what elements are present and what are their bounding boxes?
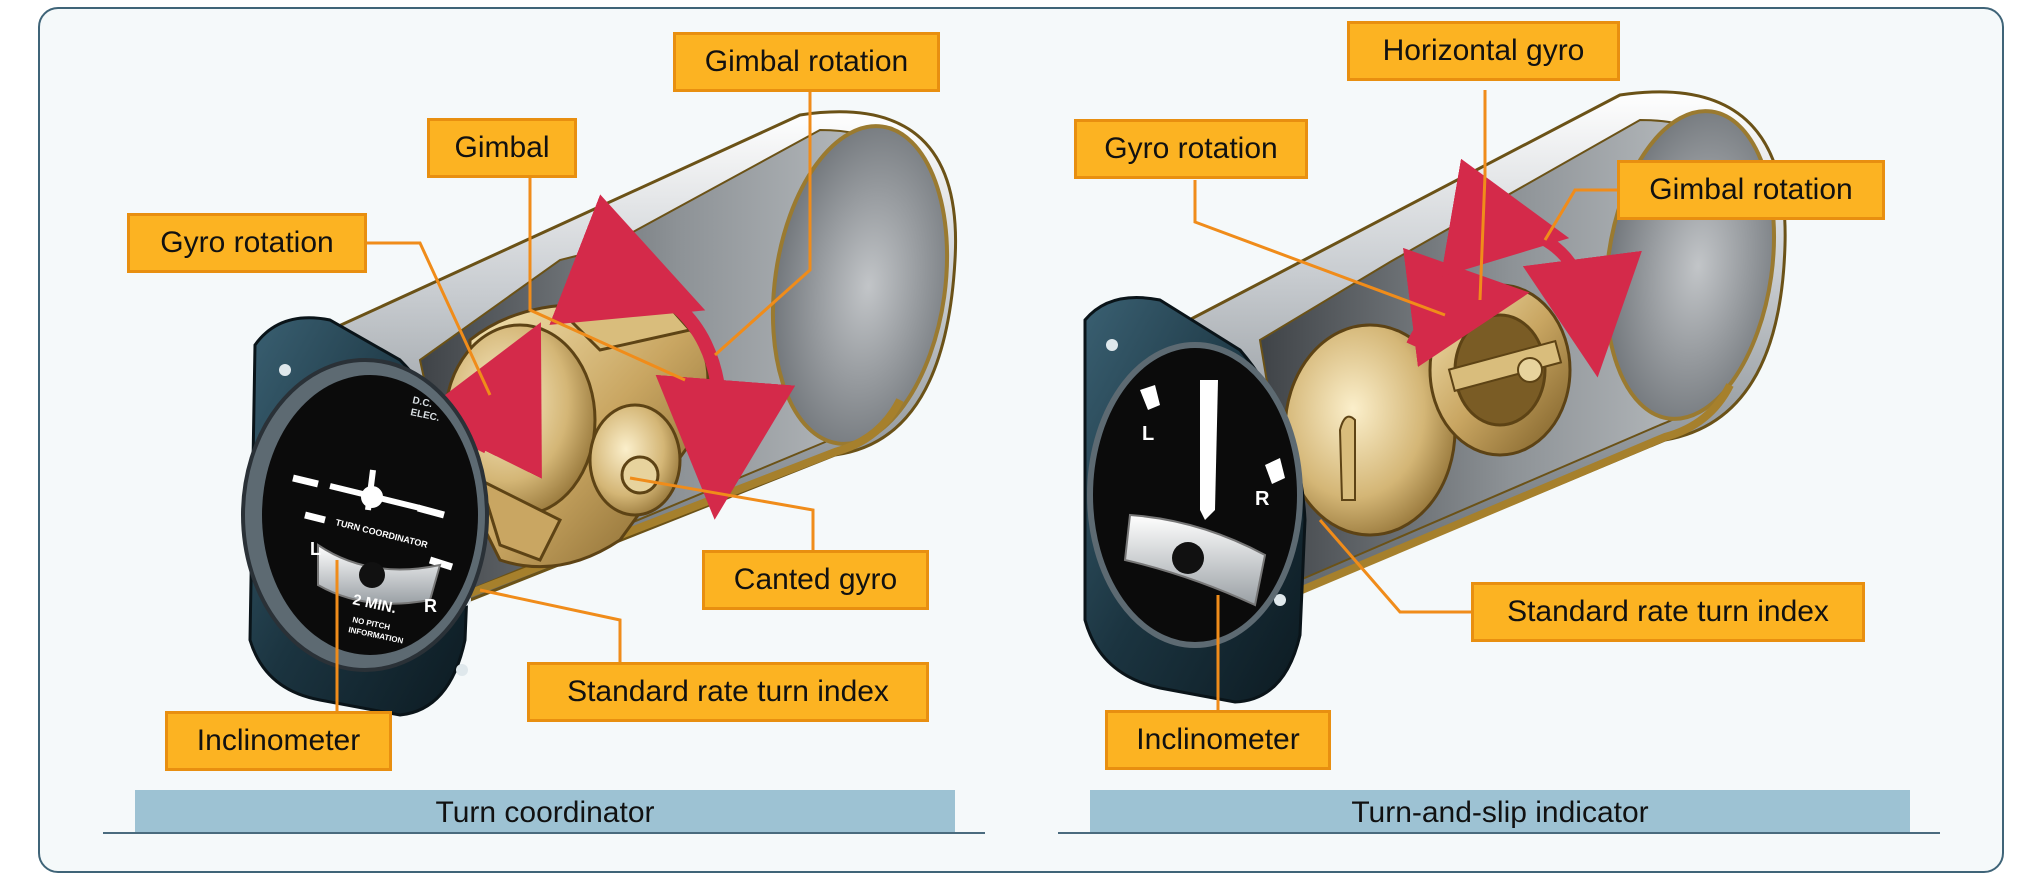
cylinder-lip [438, 398, 904, 609]
inclinometer-ball [1172, 542, 1204, 574]
turn-needle [1200, 380, 1218, 520]
horizontal-gyro-label: Horizontal gyro [1347, 21, 1620, 81]
gyro-rotation-label: Gyro rotation [1074, 119, 1308, 179]
svg-text:D.C.: D.C. [411, 395, 433, 410]
standard-rate-turn-index-label: Standard rate turn index [527, 662, 929, 722]
gimbal-rotation-arrow [549, 194, 796, 520]
dial-right-mark: R [424, 596, 437, 616]
turn-and-slip-caption: Turn-and-slip indicator [1090, 790, 1910, 834]
gimbal-rotation-label: Gimbal rotation [673, 32, 940, 92]
left-index-mark [1140, 385, 1160, 410]
left-leader-lines [335, 92, 815, 711]
dial-face [262, 375, 478, 655]
dial-left-mark: L [310, 539, 321, 559]
gimbal-rotation-arrow [1440, 158, 1642, 378]
gimbal-label: Gimbal [427, 118, 577, 178]
gyro-rotation-label: Gyro rotation [127, 213, 367, 273]
airplane-symbol [329, 469, 421, 511]
turn-coordinator-illustration: D.C. ELEC. TURN COORDINATOR L R 2 MIN. N… [241, 110, 958, 717]
dial-left-mark: L [1142, 423, 1154, 445]
inclinometer-label: Inclinometer [165, 711, 392, 771]
dial-ticks [292, 474, 454, 571]
canted-gyro-label: Canted gyro [702, 550, 929, 610]
inclinometer-label: Inclinometer [1105, 710, 1331, 770]
inclinometer-ball [359, 562, 385, 588]
right-leader-lines [1193, 90, 1620, 712]
gimbal-rotation-label: Gimbal rotation [1617, 160, 1885, 220]
gyro-rotation-arrow [416, 322, 542, 479]
right-caption-rule [1058, 832, 1940, 834]
cylinder-lip [1288, 383, 1734, 599]
turn-coordinator-caption: Turn coordinator [135, 790, 955, 834]
dial-right-mark: R [1255, 488, 1270, 510]
right-index-mark [1265, 458, 1285, 484]
turn-and-slip-illustration: L R [1083, 90, 1787, 704]
left-caption-rule [103, 832, 985, 834]
standard-rate-turn-index-label: Standard rate turn index [1471, 582, 1865, 642]
